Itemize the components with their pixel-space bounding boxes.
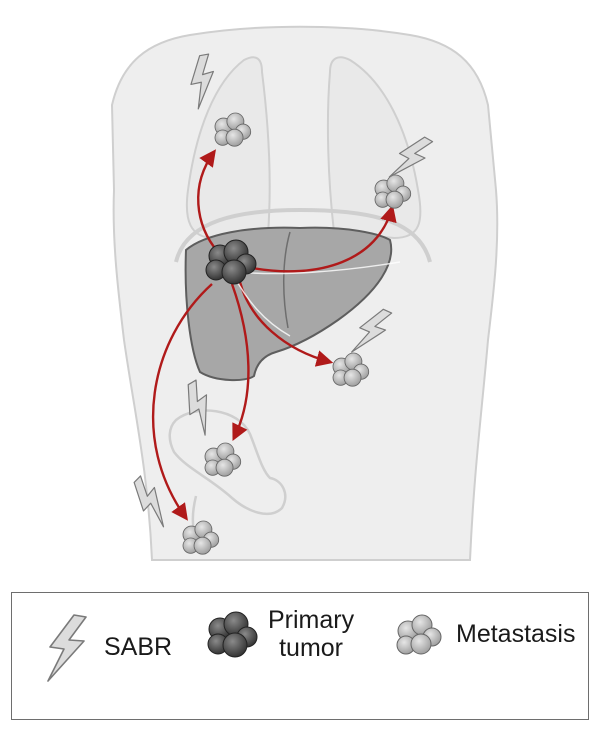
legend: SABR Primary tumor Metastasis [11, 592, 589, 720]
legend-label-primary-line1: Primary [268, 606, 355, 634]
metastasis-arrow [151, 283, 213, 521]
metastasis [332, 352, 370, 387]
primary-tumor [205, 239, 257, 285]
metastasis [182, 520, 220, 555]
lightning-bolt-icon [47, 614, 87, 682]
diaphragm [174, 207, 432, 263]
legend-label-sabr: SABR [104, 633, 173, 662]
metastasis [214, 112, 252, 147]
right-lung [185, 56, 271, 240]
legend-label-primary: Primary tumor [268, 606, 355, 662]
sabr-bolt [133, 475, 165, 528]
spread-line [235, 279, 291, 337]
sabr-bolt [190, 53, 214, 110]
legend-item-metastasis: Metastasis [392, 613, 575, 657]
metastasis [374, 174, 412, 209]
metastasis-arrow [197, 149, 219, 253]
metastasis-arrow [251, 204, 397, 273]
sabr-bolt [388, 136, 434, 178]
metastasis-arrow [230, 283, 250, 442]
legend-label-metastasis: Metastasis [456, 620, 576, 649]
legend-label-primary-line2: tumor [279, 633, 343, 662]
liver-lobe-line [283, 231, 291, 329]
legend-item-primary-tumor: Primary tumor [204, 606, 355, 662]
primary-tumor-icon [207, 611, 258, 657]
spread-line [237, 261, 401, 275]
pelvis-bone [168, 409, 287, 516]
metastasis [204, 442, 242, 477]
sabr-bolt [351, 308, 393, 353]
sabr-bolt [187, 379, 208, 436]
legend-item-sabr: SABR [44, 613, 172, 683]
metastasis-icon [396, 614, 442, 655]
